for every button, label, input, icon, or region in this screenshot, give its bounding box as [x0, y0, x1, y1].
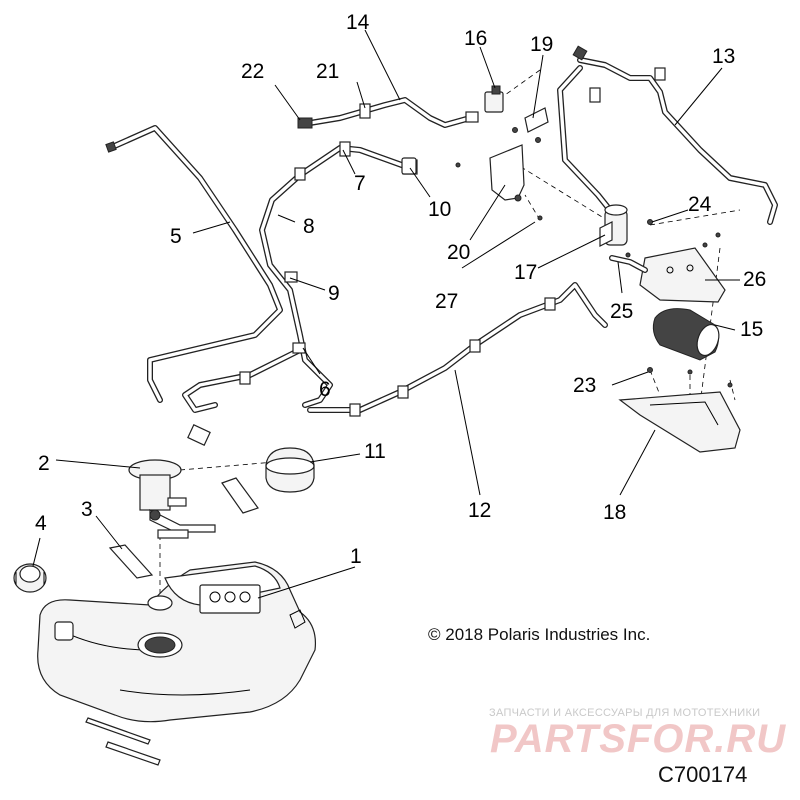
callout-23: 23	[573, 374, 596, 397]
hose-5	[105, 125, 283, 403]
callout-26: 26	[743, 268, 766, 291]
callout-12: 12	[468, 499, 491, 522]
callout-2: 2	[38, 452, 50, 475]
callout-20: 20	[447, 241, 470, 264]
callout-3: 3	[81, 498, 93, 521]
callout-7: 7	[354, 172, 366, 195]
valve	[484, 85, 504, 113]
callout-numbers: 1 2 3 4 5 6 7 8 9 10 11 12 13 14 15 16 1…	[35, 11, 766, 568]
callout-18: 18	[603, 501, 626, 524]
callout-27: 27	[435, 290, 458, 313]
callout-16: 16	[464, 27, 487, 50]
callout-21: 21	[316, 60, 339, 83]
callout-24: 24	[688, 193, 712, 216]
callout-13: 13	[712, 45, 735, 68]
skid-plate	[618, 391, 741, 453]
canister-bracket	[609, 247, 726, 303]
callout-14: 14	[346, 11, 370, 34]
watermark: ЗАПЧАСТИ И АКСЕССУАРЫ ДЛЯ МОТОТЕХНИКИ PA…	[489, 707, 786, 761]
callout-10: 10	[428, 198, 451, 221]
fasteners	[625, 219, 733, 388]
tank-strips	[85, 477, 259, 766]
callout-15: 15	[740, 318, 763, 341]
copyright-notice: © 2018 Polaris Industries Inc.	[428, 625, 650, 644]
hose-13	[557, 45, 778, 225]
pump-cover	[265, 447, 315, 493]
callout-4: 4	[35, 512, 47, 535]
mounting-plate	[455, 144, 543, 221]
callout-5: 5	[170, 225, 182, 248]
callout-11: 11	[364, 440, 386, 463]
filter	[652, 308, 720, 361]
callout-6: 6	[319, 378, 331, 401]
leader-lines	[32, 29, 740, 599]
hose-12	[307, 282, 608, 417]
callout-9: 9	[328, 282, 340, 305]
callout-19: 19	[530, 33, 553, 56]
callout-22: 22	[241, 60, 264, 83]
fuel-tank	[37, 561, 317, 723]
fuel-pump	[128, 459, 216, 539]
watermark-brand: PARTSFOR.RU	[490, 717, 786, 761]
callout-17: 17	[514, 261, 537, 284]
watermark-tagline: ЗАПЧАСТИ И АКСЕССУАРЫ ДЛЯ МОТОТЕХНИКИ	[489, 707, 760, 719]
callout-25: 25	[610, 300, 633, 323]
callout-8: 8	[303, 215, 315, 238]
fuel-cap	[13, 563, 47, 593]
connector-10	[401, 157, 417, 175]
small-bracket	[512, 107, 549, 143]
hose-14	[297, 97, 479, 129]
document-id: C700174	[658, 762, 747, 787]
canister	[599, 204, 628, 247]
callout-1: 1	[350, 545, 362, 568]
